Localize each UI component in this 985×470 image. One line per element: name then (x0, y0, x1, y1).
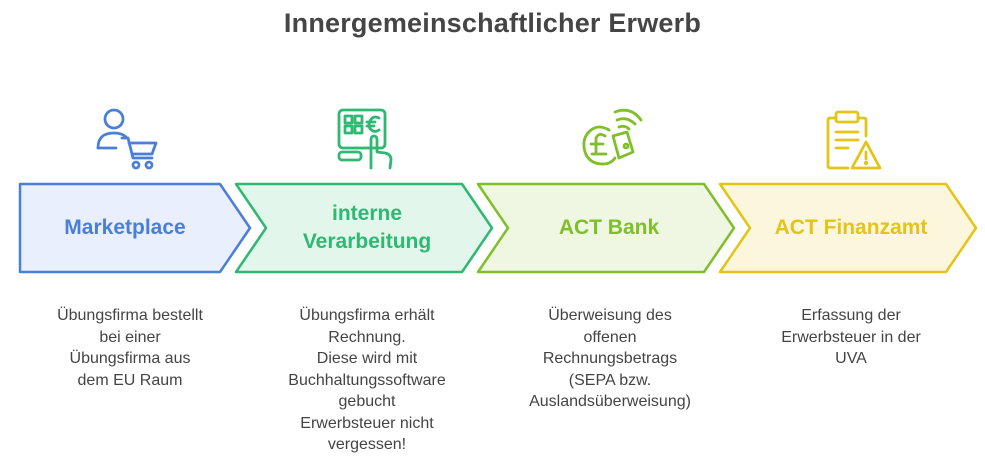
stage-description-act-bank: Überweisung des offenen Rechnungsbetrags… (529, 307, 691, 410)
contactless-pound-payment-icon (582, 108, 643, 166)
stage-arrow-act-bank (476, 182, 736, 274)
stage-arrow-act-finanzamt (718, 182, 978, 274)
user-cart-icon (96, 108, 158, 170)
stage-description-marketplace: Übungsfirma bestellt bei einer Übungsfir… (57, 307, 203, 389)
stage-description-act-finanzamt: Erfassung der Erwerbsteuer in der UVA (781, 307, 921, 367)
stage-arrow-marketplace (18, 182, 252, 274)
stage-label-interne-verarbeitung: interne Verarbeitung (302, 202, 432, 253)
stage-label-act-finanzamt: ACT Finanzamt (774, 216, 928, 239)
stage-label-marketplace: Marketplace (64, 216, 186, 239)
diagram-title: Innergemeinschaftlicher Erwerb (283, 8, 702, 38)
stage-arrow-interne-verarbeitung (234, 182, 494, 274)
touch-terminal-euro-icon (337, 108, 393, 170)
clipboard-warning-icon (826, 110, 882, 170)
stage-description-interne-verarbeitung: Übungsfirma erhält Rechnung. Diese wird … (288, 307, 446, 453)
stage-label-act-bank: ACT Bank (558, 216, 660, 239)
